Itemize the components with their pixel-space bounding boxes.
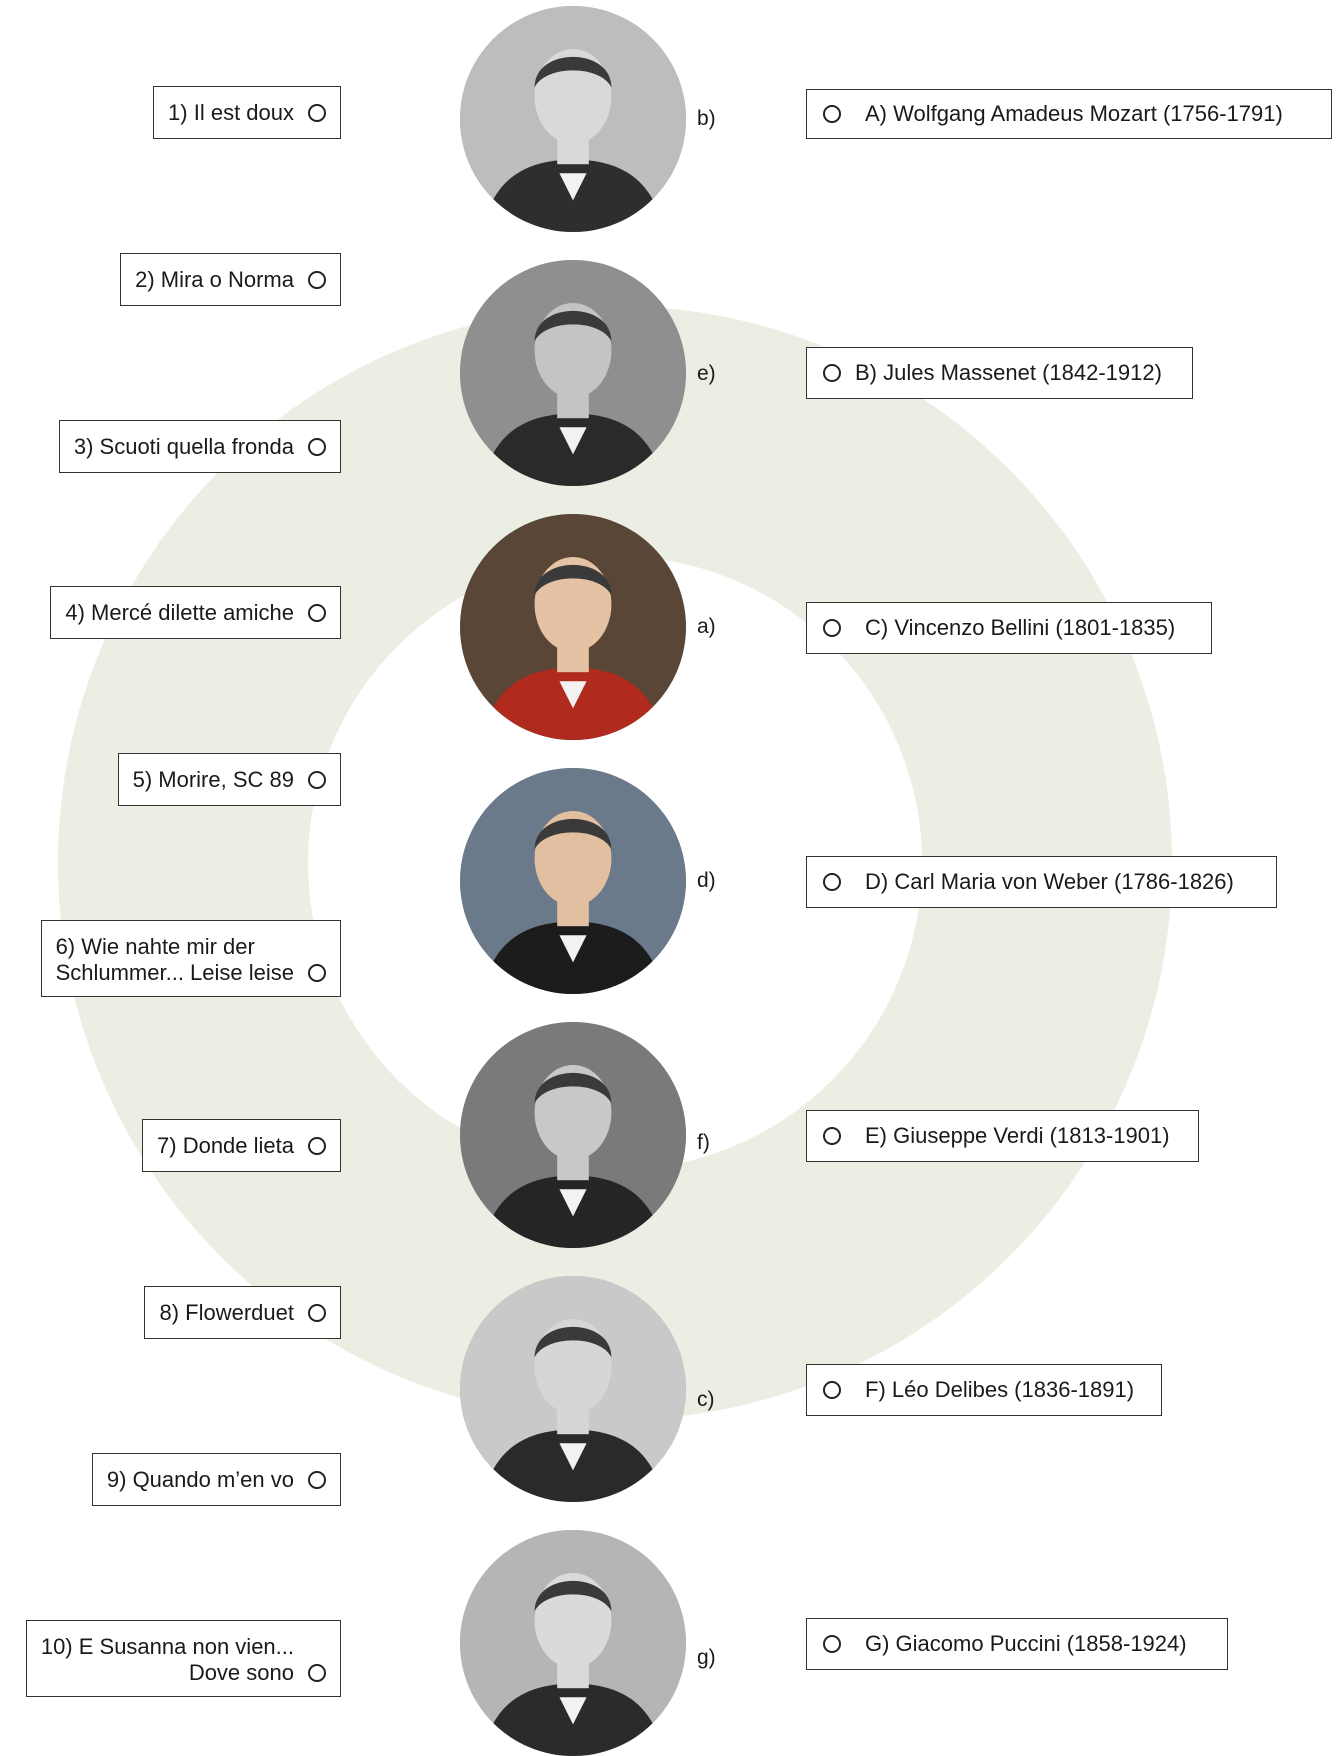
composer-portrait-f — [460, 1022, 686, 1248]
aria-option-10[interactable]: 10) E Susanna non vien... Dove sono — [25, 1620, 341, 1697]
composer-label: B) Jules Massenet (1842-1912) — [855, 360, 1162, 385]
aria-label: 2) Mira o Norma — [135, 266, 294, 292]
aria-option-6[interactable]: 6) Wie nahte mir der Schlummer... Leise … — [40, 920, 341, 997]
radio-icon[interactable] — [308, 1136, 326, 1155]
composer-label: C) Vincenzo Bellini (1801-1835) — [865, 615, 1176, 640]
portrait-letter: a) — [697, 615, 716, 638]
composer-option-g[interactable]: G) Giacomo Puccini (1858-1924) — [806, 1618, 1228, 1670]
aria-label: 5) Morire, SC 89 — [132, 766, 294, 792]
aria-label: 8) Flowerduet — [159, 1299, 294, 1325]
aria-option-7[interactable]: 7) Donde lieta — [142, 1119, 341, 1172]
radio-icon[interactable] — [308, 1470, 326, 1489]
radio-icon[interactable] — [823, 364, 841, 382]
radio-icon[interactable] — [823, 1635, 841, 1653]
composer-option-e[interactable]: E) Giuseppe Verdi (1813-1901) — [806, 1110, 1199, 1162]
radio-icon[interactable] — [823, 1381, 841, 1399]
composer-label: F) Léo Delibes (1836-1891) — [865, 1377, 1135, 1402]
radio-icon[interactable] — [823, 1127, 841, 1145]
radio-icon[interactable] — [308, 964, 326, 982]
composer-option-b[interactable]: B) Jules Massenet (1842-1912) — [806, 347, 1193, 399]
composer-option-d[interactable]: D) Carl Maria von Weber (1786-1826) — [806, 856, 1277, 908]
composer-option-f[interactable]: F) Léo Delibes (1836-1891) — [806, 1364, 1162, 1416]
portrait-figure — [460, 1276, 686, 1502]
radio-icon[interactable] — [823, 619, 841, 637]
aria-label-line-2: Dove sono — [188, 1660, 294, 1685]
portrait-letter: b) — [697, 107, 716, 130]
composer-option-a[interactable]: A) Wolfgang Amadeus Mozart (1756-1791) — [806, 89, 1332, 139]
aria-label: 9) Quando m’en vo — [106, 1466, 294, 1492]
aria-label: 3) Scuoti quella fronda — [73, 433, 294, 459]
aria-option-4[interactable]: 4) Mercé dilette amiche — [50, 586, 341, 639]
radio-icon[interactable] — [308, 770, 326, 789]
radio-icon[interactable] — [308, 1303, 326, 1322]
aria-label: 1) Il est doux — [168, 99, 294, 125]
aria-label: 6) Wie nahte mir der Schlummer... Leise … — [56, 934, 294, 986]
portrait-figure — [460, 514, 686, 740]
composer-portrait-c — [460, 1276, 686, 1502]
composer-portrait-e — [460, 260, 686, 486]
aria-option-2[interactable]: 2) Mira o Norma — [120, 253, 341, 306]
portrait-letter: f) — [697, 1131, 710, 1154]
aria-label: 10) E Susanna non vien... Dove sono — [41, 1634, 294, 1686]
portrait-letter: e) — [697, 362, 716, 385]
portrait-figure — [460, 768, 686, 994]
portrait-letter: g) — [697, 1646, 716, 1669]
aria-option-5[interactable]: 5) Morire, SC 89 — [117, 753, 341, 806]
composer-portrait-g — [460, 1530, 686, 1756]
radio-icon[interactable] — [308, 270, 326, 289]
aria-label: 4) Mercé dilette amiche — [65, 599, 294, 625]
aria-label-line-1: 6) Wie nahte mir der — [55, 934, 255, 959]
aria-option-8[interactable]: 8) Flowerduet — [144, 1286, 341, 1339]
radio-icon[interactable] — [308, 603, 326, 622]
aria-label-line-2: Schlummer... Leise leise — [55, 960, 294, 985]
composer-portrait-a — [460, 514, 686, 740]
portrait-letter: c) — [697, 1388, 715, 1411]
composer-label: E) Giuseppe Verdi (1813-1901) — [865, 1123, 1170, 1148]
aria-option-1[interactable]: 1) Il est doux — [153, 86, 341, 139]
composer-label: D) Carl Maria von Weber (1786-1826) — [865, 869, 1234, 894]
radio-icon[interactable] — [308, 103, 326, 122]
portrait-figure — [460, 1022, 686, 1248]
radio-icon[interactable] — [823, 873, 841, 891]
aria-label-line-1: 10) E Susanna non vien... — [40, 1634, 294, 1659]
composer-portrait-b — [460, 6, 686, 232]
portrait-figure — [460, 1530, 686, 1756]
radio-icon[interactable] — [308, 1664, 326, 1682]
radio-icon[interactable] — [308, 437, 326, 456]
composer-label: G) Giacomo Puccini (1858-1924) — [865, 1631, 1187, 1656]
composer-label: A) Wolfgang Amadeus Mozart (1756-1791) — [865, 101, 1283, 126]
composer-option-c[interactable]: C) Vincenzo Bellini (1801-1835) — [806, 602, 1212, 654]
composer-portrait-d — [460, 768, 686, 994]
portrait-figure — [460, 260, 686, 486]
radio-icon[interactable] — [823, 105, 841, 123]
portrait-figure — [460, 6, 686, 232]
aria-label: 7) Donde lieta — [157, 1132, 294, 1158]
aria-option-9[interactable]: 9) Quando m’en vo — [91, 1453, 341, 1506]
portrait-letter: d) — [697, 869, 716, 892]
aria-option-3[interactable]: 3) Scuoti quella fronda — [58, 420, 341, 473]
